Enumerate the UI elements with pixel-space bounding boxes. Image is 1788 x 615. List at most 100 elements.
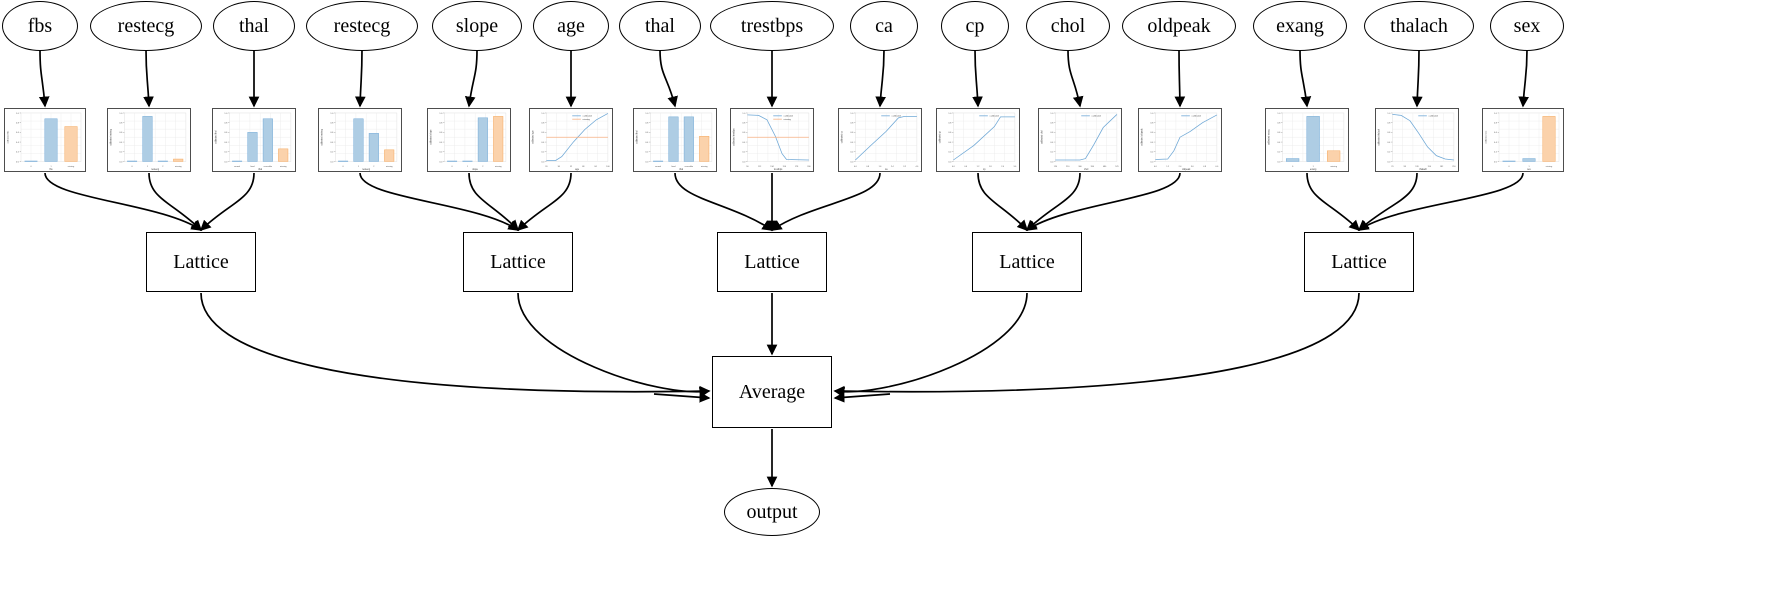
svg-text:0: 0 [1292,166,1293,168]
svg-text:0.4: 0.4 [119,142,123,144]
svg-text:1: 1 [1528,166,1529,168]
svg-text:reversible: reversible [264,165,272,168]
svg-text:0.6: 0.6 [1494,132,1498,134]
svg-text:0.6: 0.6 [742,132,746,134]
svg-text:570: 570 [1115,166,1118,168]
edge [38,49,50,108]
svg-text:0.2: 0.2 [1494,152,1498,154]
lattice-label: Lattice [1331,250,1387,273]
svg-text:0.6: 0.6 [1277,132,1281,134]
svg-text:0.8: 0.8 [645,123,649,125]
edge [1025,172,1181,231]
feature-node-exang-12: exang [1253,1,1347,51]
svg-text:1.0: 1.0 [850,113,854,115]
edge [833,292,1028,398]
svg-text:0.6: 0.6 [645,132,649,134]
svg-text:1.0: 1.0 [1277,113,1281,115]
feature-node-sex-14: sex [1490,1,1564,51]
svg-text:0.4: 0.4 [16,142,20,144]
svg-text:200: 200 [807,166,810,168]
svg-text:1.0: 1.0 [439,113,443,115]
svg-text:0.2: 0.2 [330,152,334,154]
svg-text:0.2: 0.2 [1387,152,1391,154]
edge [1025,172,1081,232]
svg-text:156: 156 [783,166,786,168]
svg-text:112: 112 [758,166,761,168]
edge [148,172,203,232]
svg-text:1.0: 1.0 [16,113,20,115]
svg-text:1.0: 1.0 [119,113,123,115]
lattice-node-0: Lattice [146,232,256,292]
svg-text:0.4: 0.4 [742,142,746,144]
svg-text:0.0: 0.0 [1387,161,1391,163]
svg-text:0.0: 0.0 [952,166,955,168]
svg-text:thalach: thalach [1419,168,1427,171]
svg-text:0.2: 0.2 [850,152,854,154]
svg-text:68: 68 [582,166,584,168]
svg-text:0.4: 0.4 [330,142,334,144]
svg-text:fixed: fixed [250,166,254,168]
svg-text:0.8: 0.8 [224,123,228,125]
svg-text:0.6: 0.6 [439,132,443,134]
svg-text:missing: missing [175,166,182,168]
feature-label: slope [455,15,499,37]
svg-text:cp: cp [983,169,986,171]
svg-text:ca: ca [885,169,888,171]
svg-text:0.8: 0.8 [1050,123,1054,125]
svg-text:0.2: 0.2 [948,152,952,154]
svg-text:missing: missing [1330,166,1337,168]
edge [659,49,678,108]
svg-text:0.8: 0.8 [439,123,443,125]
svg-text:normal: normal [655,165,662,168]
svg-text:calibrated: calibrated [990,115,1000,118]
svg-text:calibrated chol: calibrated chol [1041,130,1044,144]
svg-text:1.0: 1.0 [742,113,746,115]
svg-text:0: 0 [30,166,31,168]
svg-text:154: 154 [1428,166,1432,168]
edge [354,49,366,108]
svg-text:calibrated slope: calibrated slope [430,129,433,145]
svg-text:0.4: 0.4 [1387,142,1391,144]
svg-text:0.8: 0.8 [1494,123,1498,125]
svg-text:missing: missing [495,166,502,168]
svg-text:182: 182 [1440,166,1443,168]
svg-text:calibrated thalach: calibrated thalach [1378,128,1381,146]
edge [674,172,774,231]
svg-text:1: 1 [50,166,51,168]
svg-text:sex: sex [1527,169,1531,171]
svg-text:calibrated ca: calibrated ca [841,130,844,143]
svg-text:300: 300 [1078,166,1081,168]
svg-text:0: 0 [132,166,133,168]
edge [44,172,203,231]
svg-text:1.6: 1.6 [879,166,882,168]
svg-text:0.8: 0.8 [850,123,854,125]
svg-text:0.0: 0.0 [541,161,545,163]
svg-text:0.6: 0.6 [948,132,952,134]
edge [1411,49,1423,108]
svg-text:2.4: 2.4 [1179,166,1183,168]
svg-text:missing: missing [1546,166,1552,168]
svg-text:1: 1 [467,166,468,168]
svg-text:calibrated sex: calibrated sex [1485,130,1488,144]
edge [517,292,711,398]
svg-text:0.8: 0.8 [866,166,869,168]
svg-text:restecg: restecg [151,168,159,171]
svg-text:calibrated: calibrated [583,115,593,118]
svg-text:1.8: 1.8 [989,166,992,168]
feature-label: sex [1513,15,1541,37]
svg-text:0.2: 0.2 [1277,152,1281,154]
svg-text:0.6: 0.6 [224,132,228,134]
svg-text:thal: thal [258,168,262,171]
svg-text:3.6: 3.6 [1191,166,1194,168]
svg-text:0.0: 0.0 [224,161,228,163]
svg-text:0.8: 0.8 [948,123,952,125]
svg-text:1.2: 1.2 [1166,166,1169,168]
edge [199,172,255,232]
svg-text:0: 0 [1508,166,1509,168]
